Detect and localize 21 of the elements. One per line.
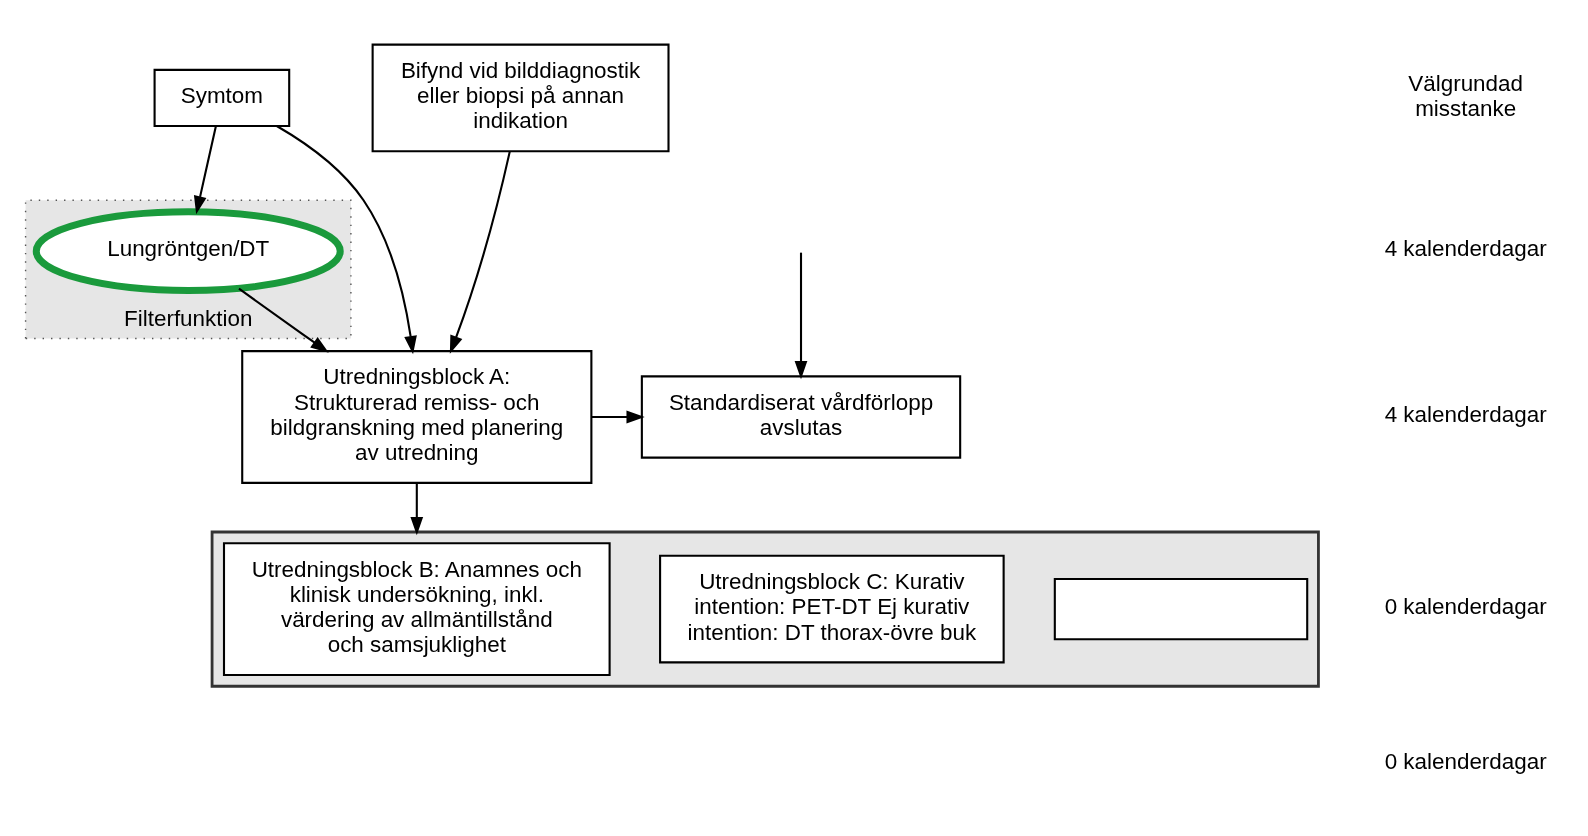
- label: 0 kalenderdagar: [1384, 748, 1547, 774]
- label: 4 kalenderdagar: [1384, 236, 1547, 262]
- arrow: [193, 125, 217, 215]
- arrow: [410, 483, 424, 536]
- node-box: Symtom: [153, 68, 291, 127]
- label: 4 kalenderdagar: [1384, 402, 1547, 428]
- node-ellipse: Lungröntgen/DT: [32, 208, 344, 294]
- node-box: Utredningsblock B: Anamnes och klinisk undersökning, inkl. värdering av allmäntillstånd och samsjuklighet: [222, 542, 611, 677]
- cluster: [210, 530, 1320, 688]
- arrow: [794, 252, 808, 380]
- label: 0 kalenderdagar: [1384, 594, 1547, 620]
- node-box: Standardiserat vårdförlopp avslutas: [640, 375, 962, 459]
- node-box: Utredningsblock A: Strukturerad remiss- och bildgranskning med planering av utredning: [241, 350, 593, 484]
- label: Välgrundad misstanke: [1408, 70, 1524, 121]
- node-box: Utredningsblock C: Kurativ intention: PET-DT Ej kurativ intention: DT thorax-övre buk: [659, 554, 1005, 664]
- arrow: [276, 125, 417, 355]
- node-box: Bifynd vid bilddiagnostik eller biopsi på annan indikation: [371, 43, 670, 153]
- node-box: [1053, 577, 1309, 641]
- arrow: [449, 151, 511, 354]
- arrow: [591, 410, 645, 424]
- arrow: [238, 287, 329, 353]
